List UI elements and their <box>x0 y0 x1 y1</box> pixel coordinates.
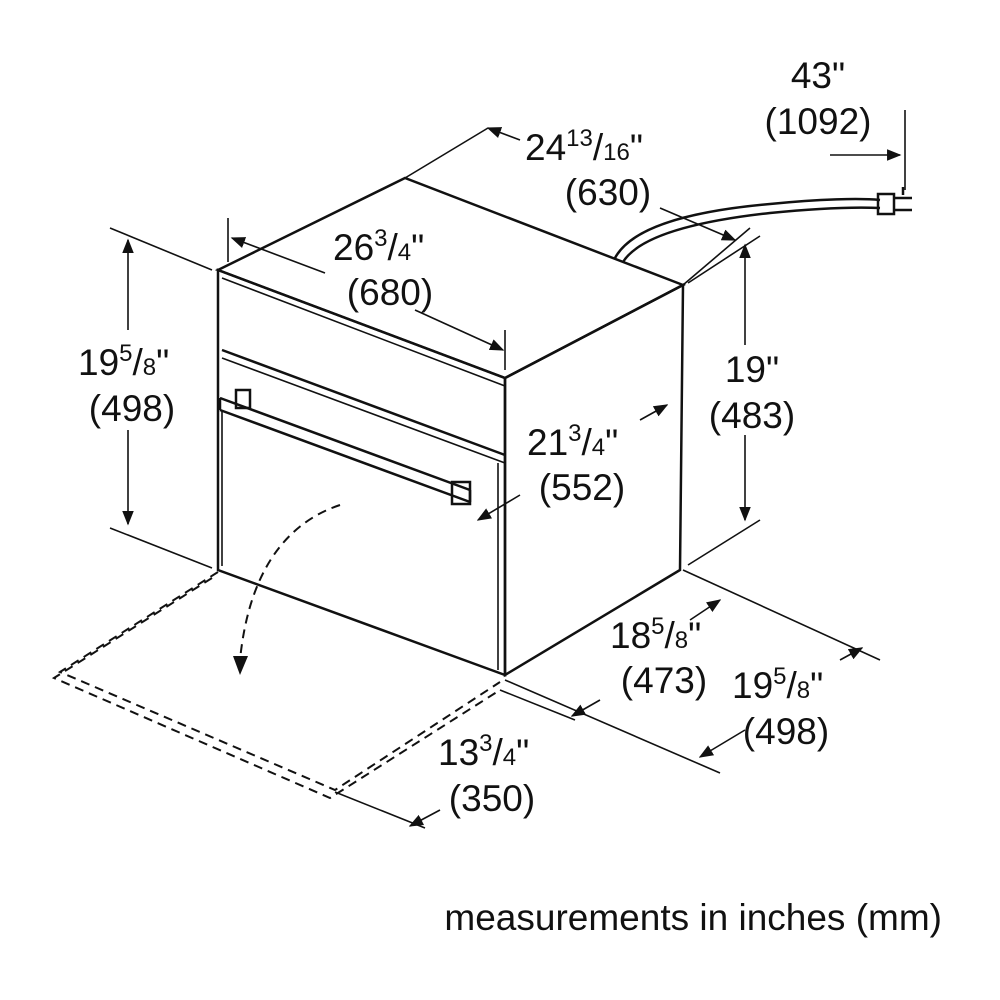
svg-text:(350): (350) <box>449 778 535 819</box>
label-front-width: 263/4" (680) <box>333 225 433 313</box>
svg-text:195/8": 195/8" <box>78 340 169 383</box>
dim-front-width-line <box>227 218 506 370</box>
svg-text:(552): (552) <box>539 467 625 508</box>
svg-text:213/4": 213/4" <box>527 420 618 463</box>
dim-cutout-lines <box>504 569 881 774</box>
dim-front-height-line <box>109 227 213 569</box>
door-top-edge <box>221 357 506 464</box>
svg-text:133/4": 133/4" <box>438 730 529 773</box>
door-handle <box>218 388 472 506</box>
dim-body-height-line <box>687 235 761 566</box>
label-cutout-width: 195/8" (498) <box>732 663 829 752</box>
open-door-outline <box>51 571 501 800</box>
door-swing-arrow <box>233 656 248 675</box>
label-door-open: 133/4" (350) <box>438 730 535 819</box>
control-panel-divider <box>221 348 506 457</box>
measurements-caption: measurements in inches (mm) <box>444 897 942 938</box>
dim-door-open-line <box>334 689 576 829</box>
door-swing-arc <box>239 504 341 661</box>
svg-text:43": 43" <box>791 55 845 96</box>
svg-text:(1092): (1092) <box>765 101 872 142</box>
label-front-height: 195/8" (498) <box>78 340 175 429</box>
front-trim-edge <box>221 277 506 387</box>
svg-text:(473): (473) <box>621 660 707 701</box>
label-cutout-depth: 185/8" (473) <box>610 613 707 701</box>
power-cord <box>613 187 912 263</box>
svg-text:263/4": 263/4" <box>333 225 424 268</box>
plug-icon <box>876 192 896 216</box>
label-body-height: 19" (483) <box>709 349 795 436</box>
svg-text:(498): (498) <box>743 711 829 752</box>
svg-text:(680): (680) <box>347 272 433 313</box>
label-overall-depth: 2413/16" (630) <box>525 125 651 213</box>
svg-text:195/8": 195/8" <box>732 663 823 706</box>
label-cord-length: 43" (1092) <box>765 55 872 142</box>
oven-body <box>214 176 687 678</box>
dim-cord-length-line <box>830 110 906 190</box>
svg-text:2413/16": 2413/16" <box>525 125 643 168</box>
dim-body-depth-line <box>476 404 669 521</box>
dim-overall-depth-line <box>404 127 751 286</box>
svg-text:185/8": 185/8" <box>610 613 701 656</box>
svg-text:(630): (630) <box>565 172 651 213</box>
svg-text:(498): (498) <box>89 388 175 429</box>
svg-text:(483): (483) <box>709 395 795 436</box>
svg-text:19": 19" <box>725 349 779 390</box>
oven-front-face <box>216 268 507 677</box>
label-body-depth: 213/4" (552) <box>527 420 625 508</box>
